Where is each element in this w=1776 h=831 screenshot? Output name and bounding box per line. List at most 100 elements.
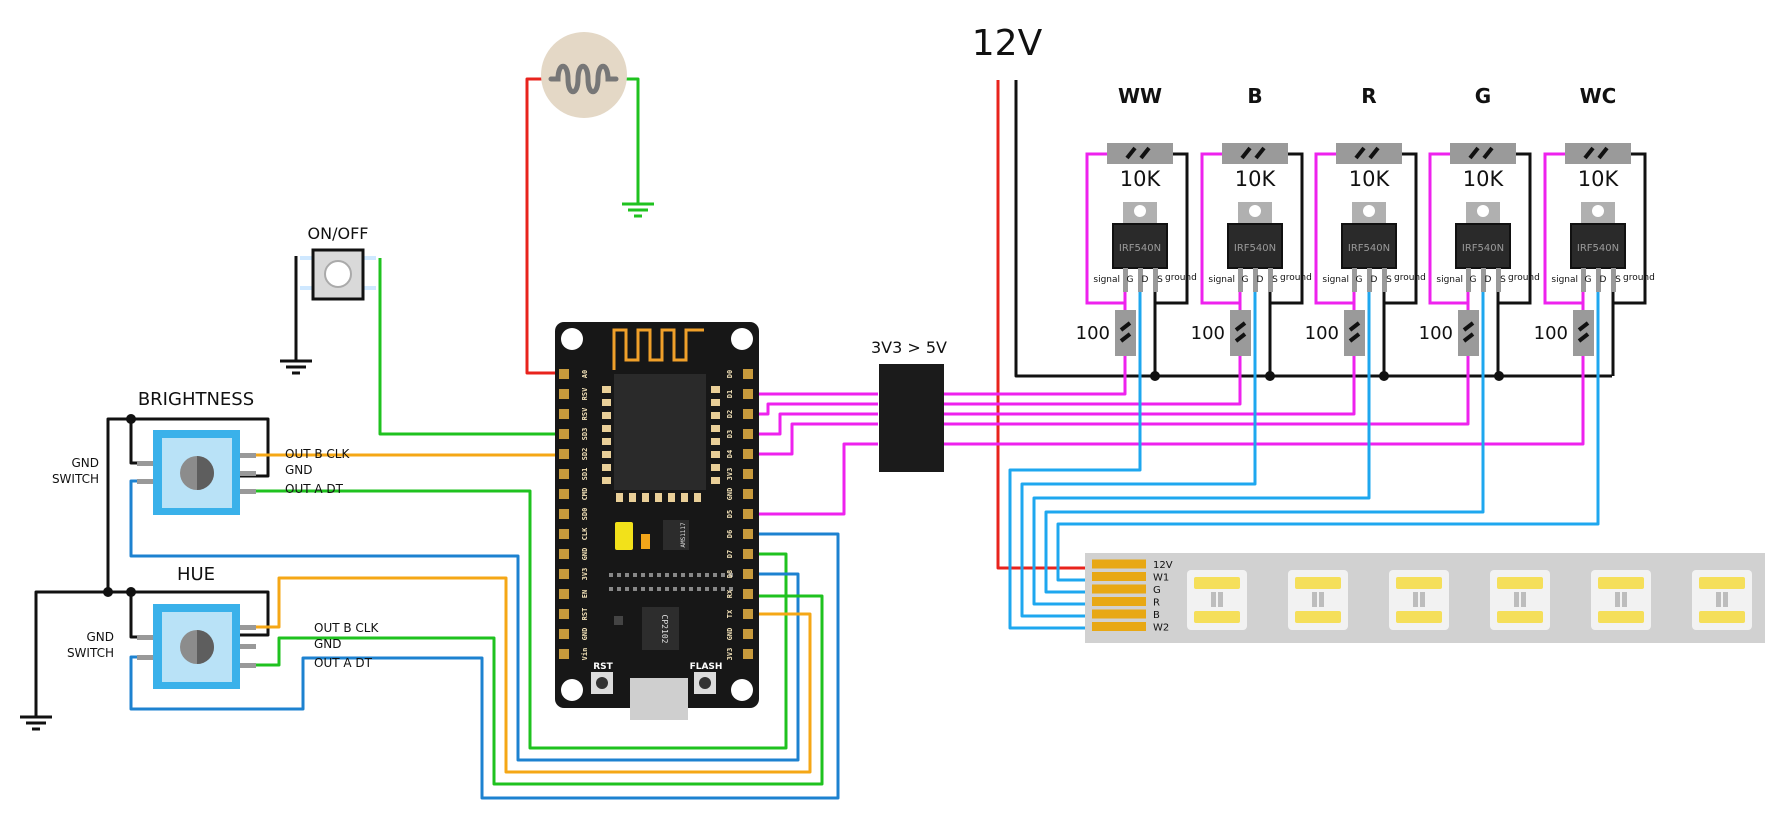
smd-component [609,587,613,591]
header-pin [559,629,569,639]
pulldown-resistor-label: 10K [1120,167,1162,191]
gate-resistor-label: 100 [1305,323,1339,344]
header-pin [743,469,753,479]
pin-label: RST [581,608,589,621]
resistor-band [1119,321,1132,332]
gate-resistor [1344,310,1365,356]
encoder-left-label-2: SWITCH [52,472,99,486]
led-die [1413,592,1418,607]
header-pin [559,449,569,459]
resistor-band [1468,146,1480,160]
button-rst-label: RST [593,662,613,672]
resistor-band [1354,146,1366,160]
capacitor-2 [641,534,650,549]
pulldown-resistor [1336,143,1402,164]
resistor-band [1234,332,1247,343]
pulldown-resistor [1450,143,1516,164]
led-die [1514,592,1519,607]
switch-lead-tr [362,256,376,260]
mosfet-leg [1268,268,1273,292]
pin-d-label: D [1142,275,1149,285]
smd-component [625,587,629,591]
strip-pad-label: 12V [1153,560,1173,571]
led-chip [1692,570,1752,630]
led-phosphor-bottom [1497,611,1543,623]
smd-component [705,587,709,591]
gate-resistor [1573,310,1594,356]
header-pin [743,629,753,639]
led-phosphor-top [1194,577,1240,589]
capacitor [615,522,633,550]
strip-pad-label: W1 [1153,573,1169,584]
led-phosphor-top [1295,577,1341,589]
encoder-knob-shadow [197,456,214,490]
led-die [1211,592,1216,607]
pin-label: CLK [581,527,589,540]
pin-label: Vin [581,648,589,661]
encoder-brightness[interactable]: BRIGHTNESS GND SWITCH OUT B CLK GND OUT … [52,389,351,515]
pulldown-resistor-label: 10K [1235,167,1277,191]
wire-sensor-ground [624,77,640,203]
channel-name: WW [1118,84,1162,108]
pin-label: SD0 [581,508,589,521]
wire-drain-b [1020,287,1257,618]
strip-pad [1092,609,1146,619]
encoder-hue[interactable]: HUE GND SWITCH OUT B CLK GND OUT A DT [67,564,380,689]
switch-lead-br [362,286,376,290]
encoder-pin-right-3 [240,663,256,668]
module-pad [711,412,720,419]
encoder-pin-left-1 [137,635,153,640]
mosfet-leg [1352,268,1357,292]
encoder-pin-right-2 [240,471,256,476]
led-chip [1187,570,1247,630]
pin-ground-label: ground [1508,273,1540,283]
led-phosphor-bottom [1598,611,1644,623]
pin-label: GND [581,628,589,641]
resistor-band [1254,146,1266,160]
wire-12v-ground [1014,80,1612,378]
pin-g-label: G [1470,275,1477,285]
pulldown-resistor-label: 10K [1349,167,1391,191]
on-off-switch[interactable]: ON/OFF [300,224,376,301]
header-pin [743,509,753,519]
channel-name: B [1247,84,1262,108]
header-pin [743,529,753,539]
switch-button [324,260,352,288]
smd-component [649,573,653,577]
smd-component [625,573,629,577]
wire-brightness-dt [240,489,788,750]
smd-component [697,587,701,591]
wire-pulldown-ground [1268,152,1304,305]
smd-component [697,573,701,577]
encoder-title: HUE [177,564,215,585]
encoder-pin2-label: GND [285,463,313,477]
strip-pad-label: B [1153,610,1160,621]
usb-connector[interactable] [630,678,688,720]
module-pad [602,438,611,445]
header-pin [743,549,753,559]
led-chip [1490,570,1550,630]
switch-label: ON/OFF [308,224,369,243]
pin-label: SD2 [581,448,589,461]
pin-label: 3V3 [726,468,734,481]
header-pin [743,369,753,379]
pin-header-left: A0RSVRSVSD3SD2SD1CMDSD0CLKGND3V3ENRSTGND… [559,369,589,660]
rst-button-cap [596,677,608,689]
header-pin [743,389,753,399]
wire-switch-signal [378,258,564,436]
led-chip [1591,570,1651,630]
wire-encoder-ground-rail [34,417,270,716]
led-die [1312,592,1317,607]
wires [34,77,1612,800]
module-pad [711,477,720,484]
gate-resistor [1115,310,1136,356]
encoder-pin-left-2 [137,655,153,660]
wire-out-g [944,356,1470,426]
strip-pad [1092,559,1146,569]
mosfet-leg [1253,268,1258,292]
header-pin [559,649,569,659]
wire-drain-g [1044,287,1485,594]
module-pad [602,399,611,406]
